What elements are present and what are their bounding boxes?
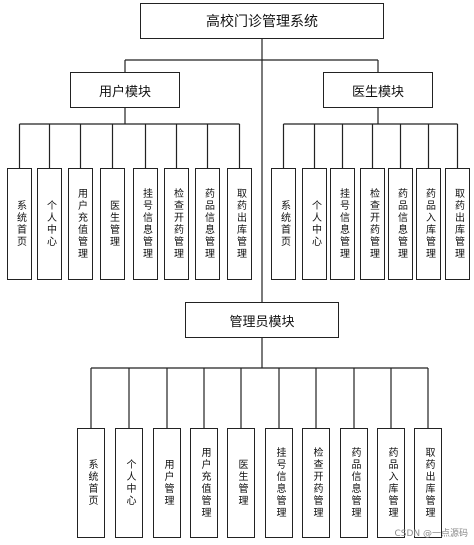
doctor-leaf-node: 取药出库管理: [445, 168, 470, 280]
admin-leaf-node: 挂号信息管理: [265, 428, 293, 538]
watermark-text: CSDN @一点源码: [394, 529, 468, 539]
admin-leaf-node: 系统首页: [77, 428, 105, 538]
user-leaf-node: 用户充值管理: [68, 168, 93, 280]
admin-leaf-node: 检查开药管理: [302, 428, 330, 538]
doctor-leaf-node: 个人中心: [302, 168, 327, 280]
admin-leaf-node: 取药出库管理: [414, 428, 442, 538]
admin-leaf-node: 医生管理: [227, 428, 255, 538]
admin-leaf-node: 用户管理: [153, 428, 181, 538]
user-leaf-node: 取药出库管理: [227, 168, 252, 280]
root-node: 高校门诊管理系统: [140, 3, 384, 39]
user-leaf-node: 个人中心: [37, 168, 62, 280]
user-leaf-node: 药品信息管理: [195, 168, 220, 280]
user-leaf-node: 医生管理: [100, 168, 125, 280]
doctor-leaf-node: 系统首页: [271, 168, 296, 280]
doctor-module-node: 医生模块: [323, 72, 433, 108]
doctor-leaf-node: 挂号信息管理: [330, 168, 355, 280]
doctor-leaf-node: 检查开药管理: [360, 168, 385, 280]
admin-leaf-node: 药品入库管理: [377, 428, 405, 538]
doctor-leaf-node: 药品入库管理: [416, 168, 441, 280]
user-leaf-node: 检查开药管理: [164, 168, 189, 280]
doctor-leaf-node: 药品信息管理: [388, 168, 413, 280]
admin-leaf-node: 用户充值管理: [190, 428, 218, 538]
user-leaf-node: 挂号信息管理: [133, 168, 158, 280]
user-leaf-node: 系统首页: [7, 168, 32, 280]
admin-module-node: 管理员模块: [185, 302, 339, 338]
admin-leaf-node: 个人中心: [115, 428, 143, 538]
user-module-node: 用户模块: [70, 72, 180, 108]
admin-leaf-node: 药品信息管理: [340, 428, 368, 538]
